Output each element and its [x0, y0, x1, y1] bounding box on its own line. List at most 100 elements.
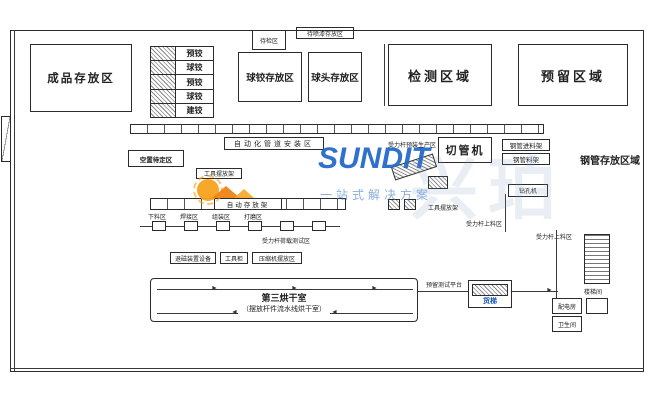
tool-rack-top-label: 工具摆放架: [203, 172, 234, 178]
process-table: 预铰 球铰 预铰 球铰 建铰: [150, 46, 214, 118]
box-compressor: 压缩机摆放区: [252, 252, 302, 264]
pipe-infeed-label: 钢管进料架: [509, 143, 543, 150]
freight-lift-hatch: [472, 284, 508, 296]
drill-label: 钻孔机: [518, 189, 537, 195]
station-block: [312, 221, 326, 231]
compressor-label: 压缩机摆放区: [258, 256, 295, 263]
table-row: 球铰: [151, 88, 213, 103]
station-line: [140, 226, 340, 227]
label-load-in: 受力杆上料区: [466, 222, 503, 228]
flow-line-bottom: [157, 313, 413, 314]
row-label: 预铰: [186, 77, 203, 87]
label-pipe-storage-area: 钢管存放区域: [580, 156, 640, 167]
station-block: [248, 221, 262, 231]
power-room-label: 配电房: [557, 304, 576, 311]
table-row: 预铰: [151, 74, 213, 89]
box-freight-lift: 货梯: [468, 280, 512, 308]
arrow-left-icon: ◄: [331, 309, 338, 316]
band-auto-install-labelbox: 自动化管道安装区: [224, 137, 324, 150]
room-ball-head-storage: 球头存放区: [308, 52, 362, 102]
station-label: 下料区: [148, 215, 167, 221]
station-label: 组装区: [212, 215, 231, 221]
box-tool-rack-top: 工具摆放架: [196, 168, 242, 179]
connector-line-right: [556, 230, 557, 300]
box-pipe-infeed-rack: 钢管进料架: [502, 139, 550, 151]
room-inspection: 检测区域: [388, 44, 492, 106]
flow-line-top: [157, 289, 413, 290]
drying-room-subtitle: （摆放杆件流水线烘干室）: [238, 303, 330, 314]
room-pipe-cutter: 切管机: [438, 137, 492, 163]
auto-install-label: 自动化管道安装区: [234, 140, 314, 148]
arrow-right-icon: ►: [546, 287, 553, 294]
station-block: [184, 221, 198, 231]
machine-block: [428, 176, 448, 189]
box-power-room: 配电房: [552, 298, 582, 314]
inspection-wall-line: [384, 44, 385, 106]
freight-lift-label: 货梯: [483, 298, 497, 305]
room-reserved: 预留区域: [518, 44, 628, 106]
row-hatch-cell: [151, 103, 176, 118]
arrow-right-icon: ►: [291, 285, 298, 292]
machine-block: [388, 199, 400, 210]
room-finished-storage: 成品存放区: [30, 44, 132, 112]
pipe-rack-label: 钢管料架: [513, 157, 539, 164]
row-hatch-cell: [151, 89, 176, 103]
machine-block: [404, 199, 416, 210]
bottom-inner-wall: [10, 368, 644, 369]
vacant-label: 空置待定区: [139, 156, 173, 164]
ball-head-label: 球头存放区: [311, 73, 359, 84]
row-hatch-cell: [151, 47, 176, 61]
room-vacant: 空置待定区: [128, 150, 184, 167]
station-block: [280, 221, 294, 231]
box-restroom: 卫生间: [552, 316, 582, 332]
label-reserved-test-platform: 预留测试平台: [426, 283, 463, 289]
box-pending-check: 待检区: [252, 30, 286, 50]
tool-cabinet-label: 工具柜: [224, 256, 243, 263]
row-label: 球铰: [186, 91, 203, 101]
stairs-block: [584, 234, 610, 284]
band-auto-rack-labelbox: 自动存放架: [214, 198, 282, 210]
label-load-in-2: 受力杆上料区: [536, 235, 573, 241]
table-row: 球铰: [151, 60, 213, 75]
row-hatch-cell: [151, 75, 176, 89]
pipe-cutter-label: 切管机: [445, 145, 485, 157]
box-demagnetizer: 退磁装置设备: [170, 252, 216, 264]
row-label: 建铰: [186, 105, 203, 115]
pending-check-label: 待检区: [259, 38, 278, 45]
pending-paint-label: 待喷漆存放区: [306, 31, 343, 38]
left-inner-wall: [14, 30, 15, 372]
restroom-label: 卫生间: [557, 322, 576, 329]
conveyor-band-top: [130, 124, 544, 134]
room-drying: ► ► ► ◄ ◄ 第三烘干室 （摆放杆件流水线烘干室）: [150, 278, 418, 322]
auto-rack-label: 自动存放架: [226, 202, 270, 209]
stairs-label: 楼梯间: [584, 290, 603, 296]
reserved-label: 预留区域: [540, 68, 605, 84]
drying-room-title: 第三烘干室: [257, 290, 311, 304]
gate-symbol: [1, 116, 11, 162]
label-preassembly-area: 受力杆预装生产区: [388, 143, 437, 149]
outer-wall: [10, 30, 644, 372]
utility-block: [586, 298, 608, 314]
table-row: 建铰: [151, 102, 213, 118]
arrow-right-icon: ►: [371, 285, 378, 292]
label-tool-rack-mid: 工具摆放架: [428, 206, 459, 212]
station-block: [152, 221, 166, 231]
row-hatch-cell: [151, 61, 176, 75]
drying-room-title-block: 第三烘干室 （摆放杆件流水线烘干室）: [151, 290, 417, 314]
station-block: [216, 221, 230, 231]
box-pipe-rack: 钢管料架: [502, 153, 550, 165]
box-pending-paint: 待喷漆存放区: [296, 27, 354, 39]
arrow-right-icon: ►: [211, 285, 218, 292]
demagnetizer-label: 退磁装置设备: [174, 256, 211, 263]
ball-joint-label: 球铰存放区: [246, 73, 294, 84]
room-ball-joint-storage: 球铰存放区: [238, 52, 302, 102]
row-label: 预铰: [186, 49, 203, 59]
row-label: 球铰: [186, 63, 203, 73]
box-drill-machine: 钻孔机: [508, 184, 548, 197]
label-load-test: 受力杆荷载测试区: [262, 239, 311, 245]
box-tool-cabinet: 工具柜: [220, 252, 248, 264]
connector-line-vertical: [505, 194, 506, 232]
station-label: 打磨区: [244, 215, 263, 221]
inspection-label: 检测区域: [407, 68, 472, 84]
